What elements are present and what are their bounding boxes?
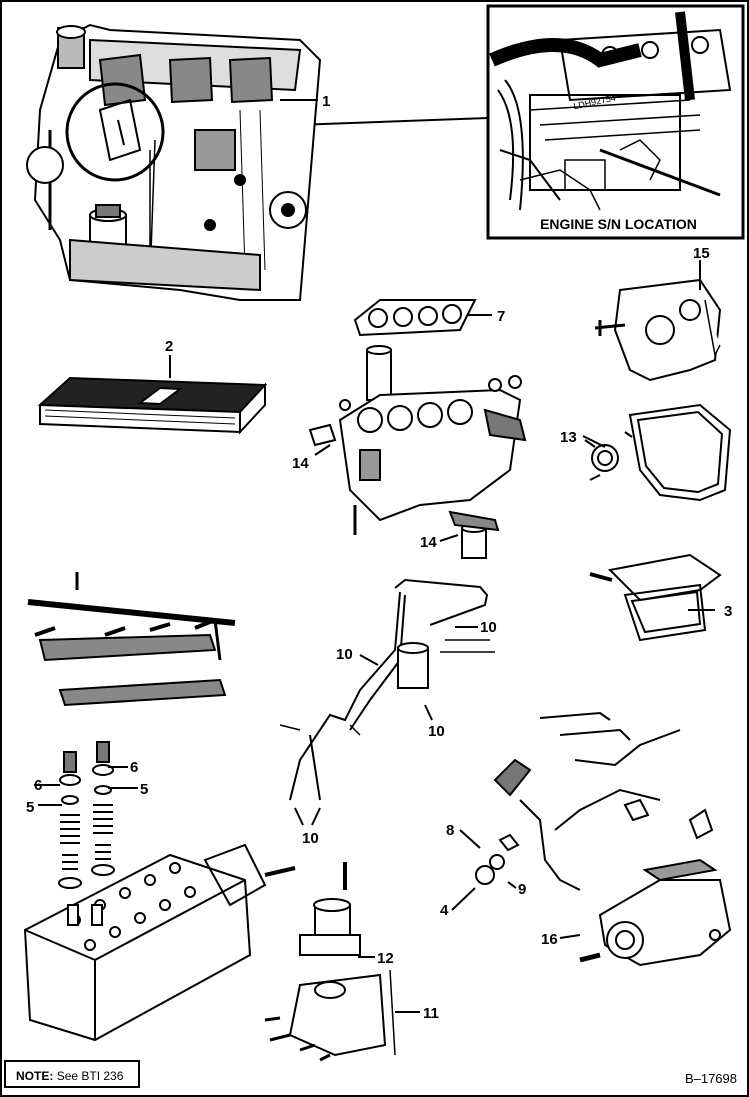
callout-12: 12 (377, 950, 394, 967)
inset-caption: ENGINE S/N LOCATION (540, 216, 697, 232)
callout-1: 1 (322, 93, 330, 110)
gasket-kit-box (37, 376, 268, 435)
callout-14a: 14 (292, 455, 309, 472)
head-gasket (353, 299, 477, 401)
timing-gasket (584, 403, 732, 502)
callout-10d: 10 (302, 830, 319, 847)
callout-15: 15 (693, 245, 710, 262)
note-prefix: NOTE: (16, 1069, 54, 1083)
leader-lines (34, 99, 715, 1013)
inset-engine-sn (486, 4, 745, 240)
exhaust-manifold (589, 553, 722, 642)
callout-10c: 10 (428, 723, 445, 740)
callout-5b: 5 (140, 781, 148, 798)
note-box: NOTE: See BTI 236 (4, 1060, 140, 1088)
callout-8: 8 (446, 822, 454, 839)
callout-labels: 1 2 3 4 5 5 6 6 7 8 9 10 10 10 10 11 12 … (26, 93, 732, 1022)
callout-7: 7 (497, 308, 505, 325)
valve-springs (58, 741, 115, 889)
callout-2: 2 (165, 338, 173, 355)
callout-11: 11 (423, 1005, 439, 1022)
cylinder-head (23, 843, 296, 1042)
engine-assembly (26, 23, 322, 301)
cylinder-block (308, 375, 527, 535)
fuel-filter (448, 510, 500, 559)
callout-10a: 10 (480, 619, 497, 636)
callout-16: 16 (541, 931, 558, 948)
callout-13: 13 (560, 429, 577, 446)
rocker-shaft-assembly (27, 572, 236, 707)
injector-assembly (475, 711, 714, 891)
callout-9: 9 (518, 881, 526, 898)
fuel-lines (279, 578, 495, 801)
callout-5a: 5 (26, 799, 34, 816)
callout-10b: 10 (336, 646, 353, 663)
timing-cover (594, 278, 722, 382)
thermostat-housing (264, 862, 396, 1062)
note-text: See BTI 236 (56, 1069, 124, 1083)
callout-3: 3 (724, 603, 732, 620)
sn-highlight-circle (65, 82, 165, 182)
document-number: B–17698 (684, 1071, 737, 1086)
callout-6b: 6 (130, 759, 138, 776)
injection-pump (579, 858, 732, 967)
callout-4: 4 (440, 902, 449, 919)
callout-6a: 6 (34, 777, 42, 794)
callout-14b: 14 (420, 534, 437, 551)
